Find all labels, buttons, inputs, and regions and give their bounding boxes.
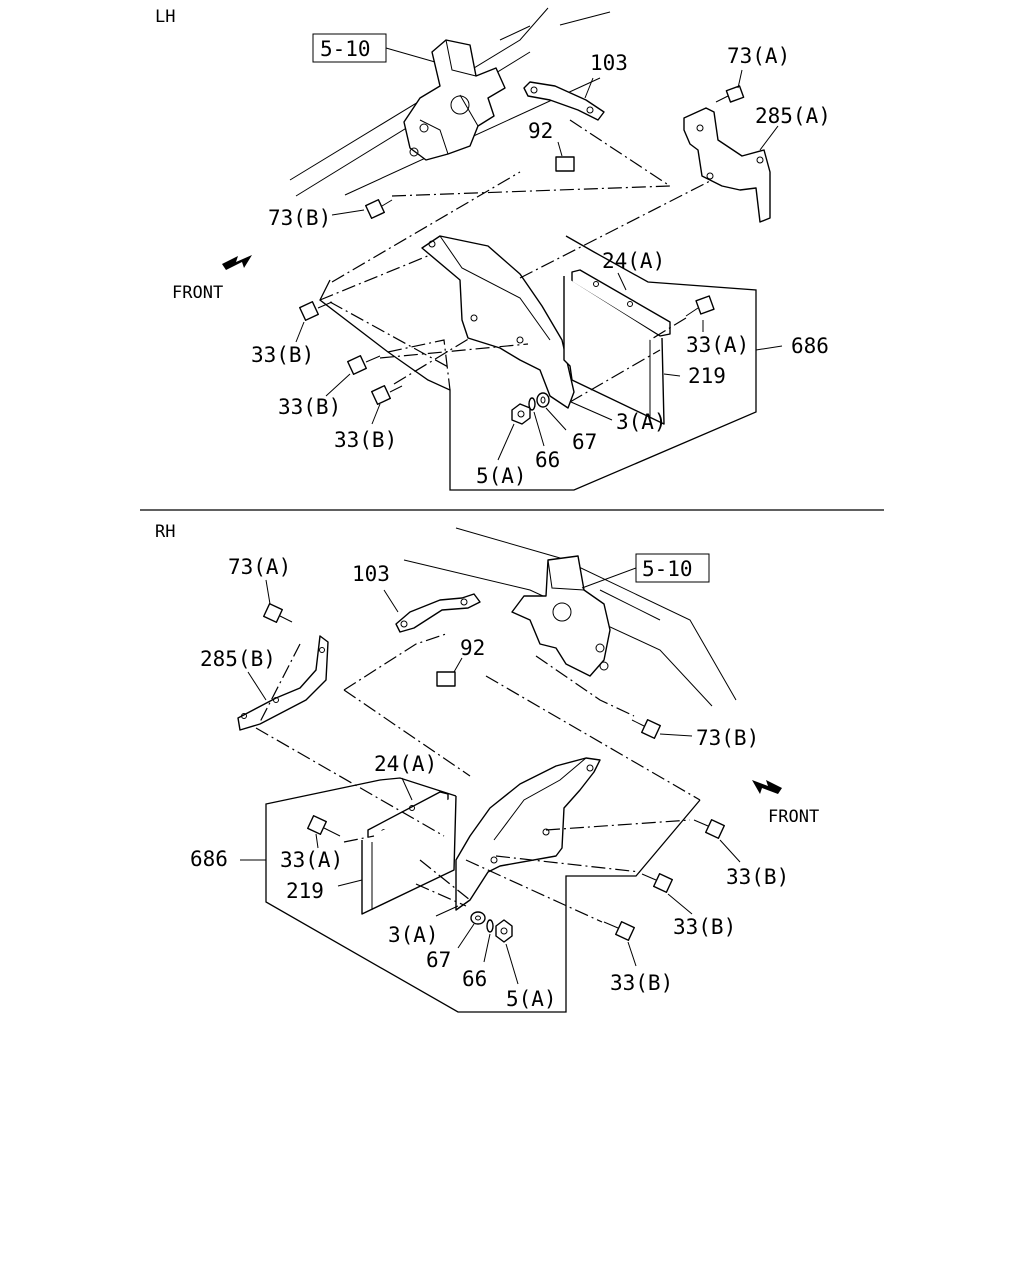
lh-label-73a[interactable]: 73(A) — [727, 44, 790, 68]
lh-bolt-33b-1 — [298, 300, 333, 322]
lh-bolt-33a — [685, 295, 715, 317]
rh-bolt-33b-3 — [603, 920, 636, 942]
rh-label-66[interactable]: 66 — [462, 967, 487, 991]
rh-label-219[interactable]: 219 — [286, 879, 324, 903]
rh-front-label: FRONT — [768, 807, 819, 827]
lh-section-label: LH — [155, 7, 175, 27]
rh-bolt-33a — [306, 814, 341, 837]
rh-label-686[interactable]: 686 — [190, 847, 228, 871]
lh-front-label: FRONT — [172, 283, 223, 303]
lh-washer-67 — [536, 392, 550, 408]
lh-bolt-73b — [364, 198, 393, 220]
lh-label-33b-3[interactable]: 33(B) — [334, 428, 397, 452]
rh-label-5a[interactable]: 5(A) — [506, 987, 557, 1011]
lh-spring-washer-66 — [528, 397, 536, 411]
rh-front-arrow — [752, 780, 782, 794]
lh-leader-lines — [319, 119, 713, 403]
lh-bolt-33b-3 — [370, 384, 403, 406]
lh-label-73b[interactable]: 73(B) — [268, 206, 331, 230]
rh-clip-92 — [436, 671, 456, 687]
rh-label-92[interactable]: 92 — [460, 636, 485, 660]
lh-label-285a[interactable]: 285(A) — [755, 104, 831, 128]
rh-bolt-33b-1 — [693, 818, 726, 840]
lh-label-33a[interactable]: 33(A) — [686, 333, 749, 357]
rh-label-33b-2[interactable]: 33(B) — [673, 915, 736, 939]
lh-label-66[interactable]: 66 — [535, 448, 560, 472]
lh-clip-92 — [555, 156, 575, 172]
rh-spring-washer-66 — [486, 919, 494, 933]
rh-flap-219 — [361, 795, 457, 915]
rh-ref-label[interactable]: 5-10 — [642, 557, 693, 581]
lh-label-103[interactable]: 103 — [590, 51, 628, 75]
rh-label-103[interactable]: 103 — [352, 562, 390, 586]
rh-leader-lines — [255, 633, 701, 923]
lh-label-92[interactable]: 92 — [528, 119, 553, 143]
lh-mud-guard — [421, 235, 575, 409]
lh-nut-5a — [511, 403, 531, 425]
lh-label-3a[interactable]: 3(A) — [616, 410, 667, 434]
lh-label-33b-1[interactable]: 33(B) — [251, 343, 314, 367]
lh-bracket-103 — [523, 81, 605, 121]
lh-label-33b-2[interactable]: 33(B) — [278, 395, 341, 419]
lh-bracket-285a — [683, 107, 771, 223]
rh-mud-guard — [455, 757, 601, 911]
rh-washer-67 — [470, 911, 486, 925]
rh-label-73b[interactable]: 73(B) — [696, 726, 759, 750]
rh-assembly-686-outline — [265, 777, 701, 1013]
rh-label-3a[interactable]: 3(A) — [388, 923, 439, 947]
lh-front-arrow — [222, 255, 252, 270]
lh-label-24a[interactable]: 24(A) — [602, 249, 665, 273]
rh-nut-5a — [495, 919, 513, 943]
rh-label-24a[interactable]: 24(A) — [374, 752, 437, 776]
rh-label-73a[interactable]: 73(A) — [228, 555, 291, 579]
rh-section-label: RH — [155, 522, 175, 542]
rh-label-33b-3[interactable]: 33(B) — [610, 971, 673, 995]
lh-label-5a[interactable]: 5(A) — [476, 464, 527, 488]
lh-label-686[interactable]: 686 — [791, 334, 829, 358]
lh-ref-label[interactable]: 5-10 — [320, 37, 371, 61]
lh-label-67[interactable]: 67 — [572, 430, 597, 454]
lh-section: LH 5-10 103 — [155, 7, 831, 491]
rh-label-285b[interactable]: 285(B) — [200, 647, 276, 671]
rh-bolt-73a — [262, 602, 293, 624]
lh-cab-mount — [403, 39, 506, 161]
rh-bolt-73b — [631, 718, 662, 740]
rh-label-67[interactable]: 67 — [426, 948, 451, 972]
lh-bolt-33b-2 — [346, 354, 381, 376]
rh-bracket-103 — [395, 593, 481, 633]
lh-flap-219 — [563, 276, 665, 425]
rh-label-33b-1[interactable]: 33(B) — [726, 865, 789, 889]
rh-label-33a[interactable]: 33(A) — [280, 848, 343, 872]
lh-bolt-73a — [715, 85, 745, 103]
rh-bolt-33b-2 — [641, 872, 674, 894]
rh-section: RH 5-10 73(A) — [155, 522, 819, 1013]
rh-cab-mount — [511, 555, 611, 677]
rh-bracket-285b — [237, 635, 329, 731]
lh-label-219[interactable]: 219 — [688, 364, 726, 388]
